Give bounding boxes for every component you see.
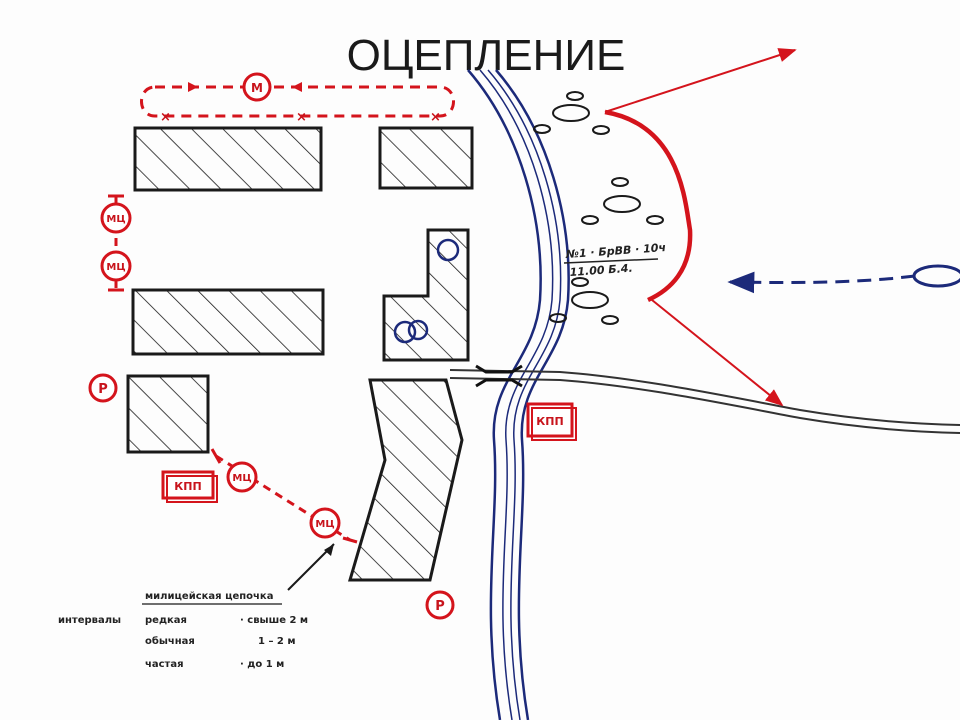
checkpoint-label: КПП <box>174 480 201 493</box>
tank <box>393 320 417 344</box>
legend-intervals-label: интервалы <box>58 615 121 626</box>
legend-row-name: редкая <box>145 615 187 626</box>
police-marker-label: МЦ <box>232 473 251 484</box>
bridge <box>475 364 523 388</box>
building <box>382 228 470 362</box>
post-marker-label: Р <box>98 382 108 397</box>
building <box>378 126 474 190</box>
police-marker <box>100 202 132 234</box>
tank <box>407 319 429 341</box>
legend-heading: милицейская цепочка <box>145 591 273 602</box>
buildings <box>126 126 474 582</box>
legend-row-value: 1 – 2 м <box>258 636 296 647</box>
legend-row-value: · свыше 2 м <box>240 615 308 626</box>
movement-origin <box>912 264 960 288</box>
checkpoint-label: КПП <box>536 415 563 428</box>
patrol-marker <box>242 72 272 102</box>
cordon-arrow <box>604 48 797 113</box>
police-marker-label: МЦ <box>315 519 334 530</box>
police-chain-left: МЦ МЦ <box>100 194 132 292</box>
troop-formation <box>533 91 664 325</box>
police-chain-diagonal: МЦ МЦ <box>210 448 358 544</box>
checkpoints: КПП КПП <box>161 402 577 503</box>
annotation-line-2: 11.00 Б.4. <box>569 262 633 279</box>
building <box>133 126 323 192</box>
patrol-route: × × × М <box>140 72 455 125</box>
patrol-marker-label: М <box>251 81 263 95</box>
building <box>131 288 325 356</box>
police-marker-label: МЦ <box>106 214 125 225</box>
building <box>348 378 464 582</box>
posts: Р Р <box>88 373 455 620</box>
tank <box>436 238 460 262</box>
legend-row-name: частая <box>145 659 184 670</box>
cross-mark: × <box>296 110 307 125</box>
building <box>126 374 210 454</box>
checkpoint-box-shadow <box>166 475 218 503</box>
cordon-line <box>604 48 797 407</box>
legend-row-value: · до 1 м <box>240 659 284 670</box>
post-marker <box>88 373 118 403</box>
police-marker <box>226 461 258 493</box>
checkpoint-box <box>526 402 574 438</box>
post-marker <box>425 590 455 620</box>
police-marker <box>309 507 341 539</box>
legend: милицейская цепочка интервалы редкая · с… <box>58 591 308 670</box>
post-marker-label: Р <box>435 599 445 614</box>
police-marker <box>100 250 132 282</box>
police-marker-label: МЦ <box>106 262 125 273</box>
cross-mark: × <box>430 110 441 125</box>
movement-arrow <box>727 264 960 294</box>
annotation-line-1: №1 · БрВВ · 10ч <box>564 241 666 261</box>
road <box>449 364 960 434</box>
diagram-title: ОЦЕПЛЕНИЕ <box>347 31 626 80</box>
checkpoint-box-shadow <box>531 407 577 441</box>
legend-pointer-head <box>324 544 334 556</box>
formation-annotation: №1 · БрВВ · 10ч 11.00 Б.4. <box>563 241 666 279</box>
cordon-arrow <box>651 299 784 407</box>
cross-mark: × <box>160 110 171 125</box>
legend-row-name: обычная <box>145 635 195 647</box>
river <box>467 69 570 720</box>
